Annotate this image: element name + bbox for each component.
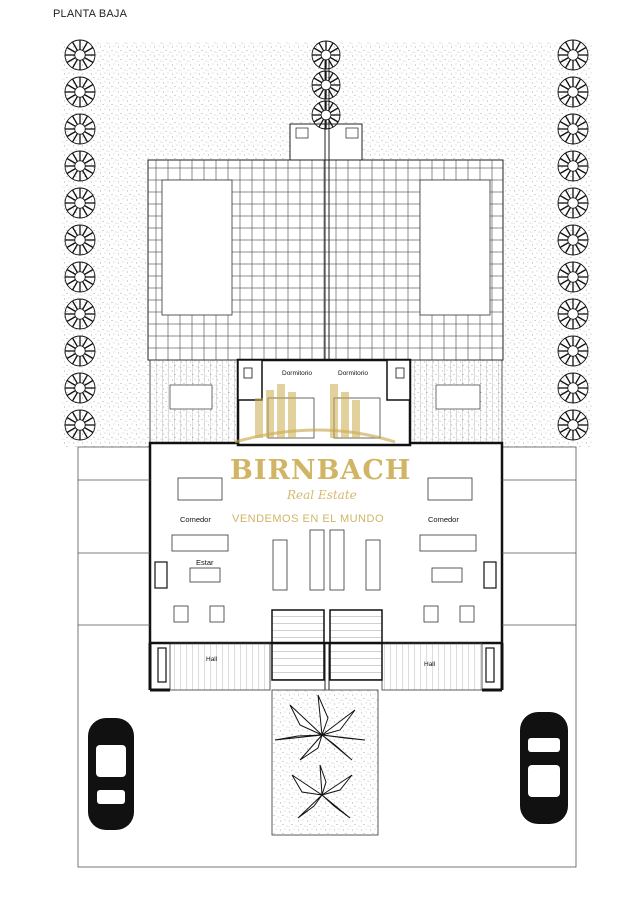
stairs-left [271,609,325,681]
watermark-logo [234,384,396,444]
tree-row-left [64,39,96,441]
bath-left [237,359,263,401]
tree-icon [557,409,589,441]
tree-icon [557,372,589,404]
watermark-brand: BIRNBACH [230,455,411,486]
label-comedor-right: Comedor [428,515,459,524]
island-left [272,539,288,591]
hall-deck-left [169,642,271,691]
tree-icon [64,113,96,145]
label-comedor-left: Comedor [180,515,211,524]
label-estar: Estar [196,558,214,567]
tree-icon [64,409,96,441]
palm-icon [291,764,353,819]
tree-icon [64,76,96,108]
tree-icon [64,187,96,219]
tree-icon [64,261,96,293]
tree-icon [311,70,341,100]
tree-icon [557,39,589,71]
label-hall-left: Hall [206,656,218,663]
tree-icon [64,335,96,367]
car-icon-left [88,718,134,830]
car-icon-right [520,712,568,824]
tree-icon [557,335,589,367]
label-hall-right: Hall [424,661,436,668]
tree-icon [64,224,96,256]
pool-house [289,123,363,161]
island-right [365,539,381,591]
tree-icon [557,224,589,256]
watermark-tagline: VENDEMOS EN EL MUNDO [232,513,384,525]
tree-icon [557,261,589,293]
tree-icon [64,39,96,71]
tree-icon [64,150,96,182]
tree-icon [311,40,341,70]
tree-icon [557,76,589,108]
label-dormitorio-left: Dormitorio [282,370,312,377]
tree-row-right [557,39,589,441]
watermark-sub: Real Estate [286,488,357,502]
tree-icon [557,150,589,182]
tree-icon [64,298,96,330]
dining-table-left [177,477,223,501]
label-dormitorio-right: Dormitorio [338,370,368,377]
bath-right [386,359,411,401]
hall-deck-right [381,642,483,691]
plan-title: PLANTA BAJA [53,8,128,20]
bedroom-block [236,358,412,447]
tree-icon [557,113,589,145]
pool-right [419,179,491,316]
tree-icon [311,100,341,130]
pool-left [161,179,233,316]
tree-icon [557,187,589,219]
tree-icon [64,372,96,404]
dining-table-right [427,477,473,501]
stairs-right [329,609,383,681]
tree-icon [557,298,589,330]
palm-icon [274,694,366,761]
tree-row-center [311,40,341,130]
sofa-right [419,534,477,552]
sofa-left [171,534,229,552]
